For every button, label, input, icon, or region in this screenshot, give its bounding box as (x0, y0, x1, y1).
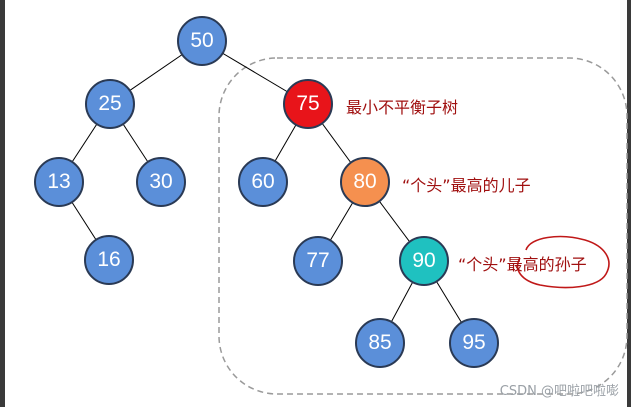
tree-node-13: 13 (34, 157, 84, 207)
window-right-edge (627, 0, 631, 407)
tree-node-16: 16 (84, 235, 134, 285)
tree-node-85: 85 (355, 318, 405, 368)
window-left-edge (0, 0, 5, 407)
handwritten-circle-annotation (516, 235, 610, 289)
tree-node-90: 90 (399, 236, 449, 286)
label-min-unbalanced-subtree: 最小不平衡子树 (346, 98, 459, 117)
tree-node-80: 80 (340, 157, 390, 207)
tree-node-95: 95 (449, 318, 499, 368)
tree-node-30: 30 (136, 157, 186, 207)
unbalanced-subtree-boundary (218, 57, 628, 395)
tree-node-77: 77 (293, 236, 343, 286)
tree-node-50: 50 (177, 16, 227, 66)
label-tallest-child: “个头”最高的儿子 (402, 176, 531, 195)
tree-node-60: 60 (238, 157, 288, 207)
csdn-watermark: CSDN @吧啦吧啦嘭 (499, 384, 619, 399)
tree-node-75: 75 (283, 79, 333, 129)
tree-node-25: 25 (85, 79, 135, 129)
label-tallest-grandchild: “个头”最高的孙子 (458, 255, 587, 274)
